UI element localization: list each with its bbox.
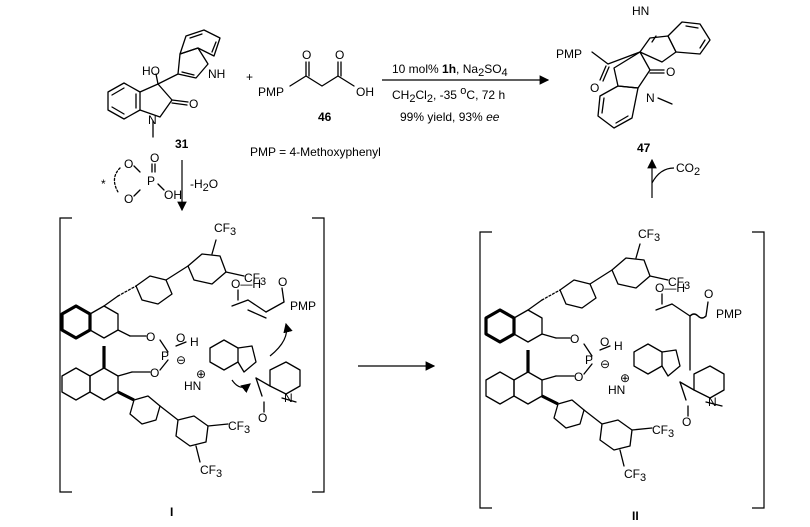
- II-n-plus: ⊕: [620, 371, 630, 385]
- amide-n-label: N: [148, 113, 157, 127]
- bracket-left-II: [479, 231, 492, 509]
- II-o-h-label: O—H: [655, 281, 685, 295]
- I-enol-o: O: [278, 275, 287, 289]
- I-o-minus: ⊖: [176, 353, 186, 367]
- II-amide-n: N: [708, 395, 717, 409]
- II-o-minus: ⊖: [600, 357, 610, 371]
- I-amide-n: N: [284, 391, 293, 405]
- II-cf3-top: CF3: [638, 227, 660, 244]
- I-amide-o: O: [258, 411, 267, 425]
- pmp-definition: PMP = 4-Methoxyphenyl: [250, 145, 381, 159]
- I-h-label: H: [190, 335, 199, 349]
- bracket-right-II: [752, 231, 765, 509]
- product-ketone-o: O: [590, 81, 599, 95]
- I-cf3-top: CF3: [214, 221, 236, 238]
- bracket-right-I: [312, 217, 325, 493]
- compound-46-label: 46: [318, 110, 332, 124]
- II-enol-o: O: [704, 287, 713, 301]
- II-pmp-label: PMP: [716, 307, 742, 321]
- I-hn: HN: [184, 379, 201, 393]
- product-hn-label: HN: [632, 4, 649, 18]
- I-o-upper: O: [146, 330, 155, 344]
- pmp-label-46: PMP: [258, 85, 284, 99]
- II-o-eq: O: [600, 335, 609, 349]
- intermediate-II-label: II: [632, 509, 639, 523]
- bracket-left-I: [59, 217, 72, 493]
- I-p-label: P: [161, 349, 169, 363]
- compound-47-label: 47: [637, 141, 651, 155]
- I-n-plus: ⊕: [196, 367, 206, 381]
- I-cf3-bottom: CF3: [200, 463, 222, 480]
- reactant-46-structure: [289, 61, 355, 87]
- catalyst-o3: O: [150, 151, 159, 165]
- II-cf3-bottom: CF3: [624, 467, 646, 484]
- catalyst-p: P: [147, 174, 155, 188]
- II-o-lower: O: [574, 370, 583, 384]
- catalyst-structure: [113, 163, 165, 197]
- II-p-label: P: [585, 353, 593, 367]
- I-o-h-label: O—H: [231, 277, 261, 291]
- co2-curve: [651, 167, 675, 184]
- catalyst-star: *: [101, 177, 106, 191]
- dehydration-label: -H2O: [190, 177, 218, 194]
- I-pmp-label: PMP: [290, 299, 316, 313]
- plus-sign: +: [246, 70, 253, 84]
- II-o-upper: O: [570, 332, 579, 346]
- reactant-31-structure: [107, 29, 221, 138]
- carbonyl-o-label: O: [189, 97, 198, 111]
- conditions-line-2: CH2Cl2, -35 oC, 72 h: [392, 85, 505, 105]
- product-47-structure: [591, 21, 711, 129]
- acid-oh-label: OH: [356, 85, 374, 99]
- conditions-line-1: 10 mol% 1h, Na2SO4: [392, 62, 508, 79]
- intermediate-II-structure: [484, 243, 725, 467]
- ketone-o-label: O: [302, 48, 311, 62]
- intermediate-I-structure: [60, 239, 301, 463]
- II-hn: HN: [608, 383, 625, 397]
- II-cf3-lower: CF3: [652, 423, 674, 440]
- acid-o-label: O: [335, 48, 344, 62]
- II-h-label: H: [614, 339, 623, 353]
- pmp-label-47: PMP: [556, 47, 582, 61]
- catalyst-o2: O: [124, 192, 133, 206]
- catalyst-oh: OH: [164, 188, 182, 202]
- compound-31-label: 31: [175, 137, 189, 151]
- hydroxyl-label: HO: [142, 64, 160, 78]
- I-o-lower: O: [150, 366, 159, 380]
- conditions-line-3: 99% yield, 93% ee: [400, 110, 500, 124]
- II-amide-o: O: [682, 415, 691, 429]
- I-cf3-lower: CF3: [228, 419, 250, 436]
- catalyst-o1: O: [124, 157, 133, 171]
- indole-nh-label: NH: [208, 67, 225, 81]
- intermediate-I-label: I: [170, 505, 173, 519]
- co2-label: CO2: [676, 161, 700, 178]
- product-carbonyl-o: O: [666, 65, 675, 79]
- II-cf3-mid: CF3: [668, 275, 690, 292]
- I-cf3-mid: CF3: [244, 271, 266, 288]
- product-n-label: N: [646, 91, 655, 105]
- I-o-eq: O: [176, 331, 185, 345]
